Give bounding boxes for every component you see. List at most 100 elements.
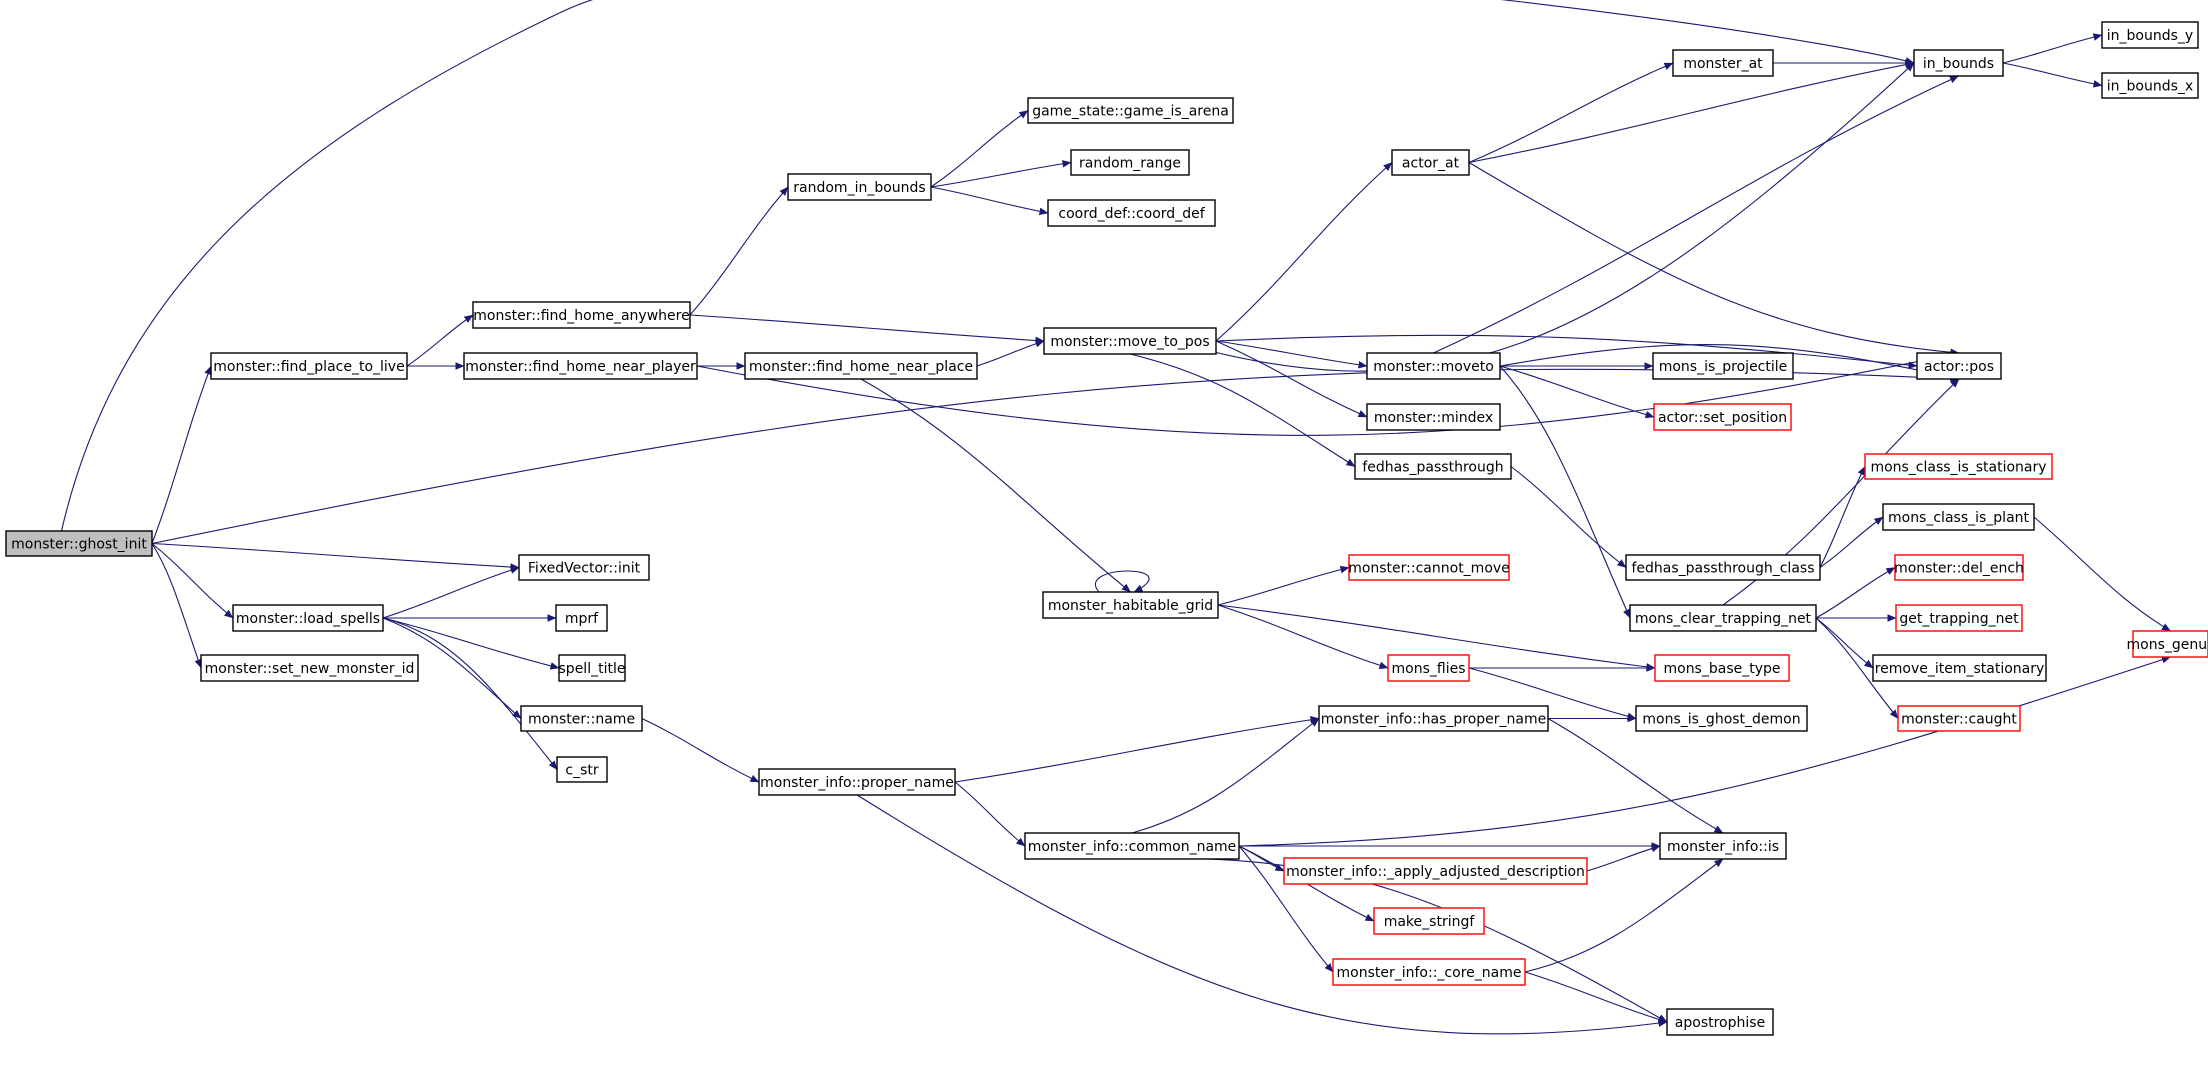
node-actor_at[interactable]: actor_at [1391, 149, 1470, 176]
node-fedhas_passthrough[interactable]: fedhas_passthrough [1354, 453, 1512, 480]
node-box[interactable] [787, 173, 932, 201]
node-box[interactable] [1625, 554, 1821, 581]
node-box[interactable] [1654, 654, 1790, 682]
node-mons_is_ghost_demon[interactable]: mons_is_ghost_demon [1635, 705, 1808, 732]
node-box[interactable] [1024, 832, 1240, 860]
node-box[interactable] [1895, 604, 2023, 632]
node-monster_name[interactable]: monster::name [520, 705, 643, 732]
node-in_bounds_x[interactable]: in_bounds_x [2101, 72, 2199, 99]
node-cannot_move[interactable]: monster::cannot_move [1348, 554, 1510, 581]
node-box[interactable] [232, 604, 384, 632]
node-c_str[interactable]: c_str [556, 756, 608, 783]
node-box[interactable] [1047, 199, 1216, 227]
node-box[interactable] [1894, 554, 2024, 581]
node-box[interactable] [1672, 49, 1774, 77]
node-box[interactable] [1027, 97, 1234, 124]
node-ghost_init[interactable]: monster::ghost_init [5, 530, 153, 557]
node-box[interactable] [518, 554, 650, 581]
node-box[interactable] [1283, 857, 1588, 885]
node-box[interactable] [472, 301, 691, 329]
node-set_new_monster_id[interactable]: monster::set_new_monster_id [200, 654, 419, 682]
node-coord_def[interactable]: coord_def::coord_def [1047, 199, 1216, 227]
node-box[interactable] [520, 705, 643, 732]
node-box[interactable] [1366, 352, 1501, 380]
node-mons_base_type[interactable]: mons_base_type [1654, 654, 1790, 682]
node-box[interactable] [1629, 604, 1817, 632]
node-make_stringf[interactable]: make_stringf [1373, 907, 1485, 935]
node-monster_at[interactable]: monster_at [1672, 49, 1774, 77]
node-box[interactable] [2132, 630, 2208, 658]
node-info_is[interactable]: monster_info::is [1659, 832, 1787, 860]
node-box[interactable] [463, 352, 698, 380]
node-box[interactable] [1366, 403, 1501, 431]
node-box[interactable] [1070, 149, 1190, 176]
node-box[interactable] [1653, 403, 1792, 431]
node-box[interactable] [744, 352, 978, 380]
node-common_name[interactable]: monster_info::common_name [1024, 832, 1240, 860]
node-has_proper_name[interactable]: monster_info::has_proper_name [1318, 705, 1549, 732]
node-mons_class_is_stationary[interactable]: mons_class_is_stationary [1864, 453, 2053, 480]
node-fixedvector_init[interactable]: FixedVector::init [518, 554, 650, 581]
node-box[interactable] [1864, 453, 2053, 480]
node-box[interactable] [1872, 654, 2047, 682]
node-find_place_to_live[interactable]: monster::find_place_to_live [210, 352, 408, 380]
node-box[interactable] [1882, 503, 2035, 531]
node-game_is_arena[interactable]: game_state::game_is_arena [1027, 97, 1234, 124]
node-set_position[interactable]: actor::set_position [1653, 403, 1792, 431]
node-box[interactable] [1354, 453, 1512, 480]
node-box[interactable] [1042, 591, 1219, 619]
node-box[interactable] [1318, 705, 1549, 732]
node-find_home_near_player[interactable]: monster::find_home_near_player [463, 352, 698, 380]
node-proper_name[interactable]: monster_info::proper_name [758, 768, 956, 796]
node-box[interactable] [1913, 49, 2004, 77]
node-box[interactable] [2101, 72, 2199, 99]
node-fedhas_passthrough_class[interactable]: fedhas_passthrough_class [1625, 554, 1821, 581]
node-box[interactable] [1348, 554, 1510, 581]
node-apostrophise[interactable]: apostrophise [1666, 1008, 1774, 1036]
node-box[interactable] [1666, 1008, 1774, 1036]
node-actor_pos[interactable]: actor::pos [1916, 352, 2002, 380]
node-box[interactable] [558, 654, 626, 682]
node-habitable_grid[interactable]: monster_habitable_grid [1042, 591, 1219, 619]
node-in_bounds_y[interactable]: in_bounds_y [2101, 21, 2199, 49]
node-box[interactable] [1373, 907, 1485, 935]
node-mons_clear_trapping_net[interactable]: mons_clear_trapping_net [1629, 604, 1817, 632]
node-box[interactable] [1659, 832, 1787, 860]
node-random_range[interactable]: random_range [1070, 149, 1190, 176]
node-move_to_pos[interactable]: monster::move_to_pos [1043, 327, 1217, 355]
node-get_trapping_net[interactable]: get_trapping_net [1895, 604, 2023, 632]
node-box[interactable] [555, 604, 608, 632]
node-find_home_near_place[interactable]: monster::find_home_near_place [744, 352, 978, 380]
node-moveto[interactable]: monster::moveto [1366, 352, 1501, 380]
node-caught[interactable]: monster::caught [1897, 705, 2021, 732]
node-mons_class_is_plant[interactable]: mons_class_is_plant [1882, 503, 2035, 531]
node-box[interactable] [556, 756, 608, 783]
node-in_bounds[interactable]: in_bounds [1913, 49, 2004, 77]
node-mindex[interactable]: monster::mindex [1366, 403, 1501, 431]
node-box[interactable] [1391, 149, 1470, 176]
node-box[interactable] [1652, 352, 1794, 380]
node-spell_title[interactable]: spell_title [558, 654, 626, 682]
node-box[interactable] [758, 768, 956, 796]
node-load_spells[interactable]: monster::load_spells [232, 604, 384, 632]
node-find_home_anywhere[interactable]: monster::find_home_anywhere [472, 301, 691, 329]
node-box[interactable] [2101, 21, 2199, 49]
node-box[interactable] [1916, 352, 2002, 380]
node-core_name[interactable]: monster_info::_core_name [1332, 958, 1526, 986]
node-mons_flies[interactable]: mons_flies [1387, 654, 1470, 682]
node-del_ench[interactable]: monster::del_ench [1894, 554, 2024, 581]
node-box[interactable] [200, 654, 419, 682]
node-mprf[interactable]: mprf [555, 604, 608, 632]
node-box[interactable] [1332, 958, 1526, 986]
node-box[interactable] [1897, 705, 2021, 732]
node-mons_genus[interactable]: mons_genus [2127, 630, 2208, 658]
node-mons_is_projectile[interactable]: mons_is_projectile [1652, 352, 1794, 380]
node-box[interactable] [1635, 705, 1808, 732]
node-box[interactable] [5, 530, 153, 557]
node-box[interactable] [1043, 327, 1217, 355]
node-box[interactable] [210, 352, 408, 380]
node-apply_adjusted_description[interactable]: monster_info::_apply_adjusted_descriptio… [1283, 857, 1588, 885]
node-random_in_bounds[interactable]: random_in_bounds [787, 173, 932, 201]
node-remove_item_stationary[interactable]: remove_item_stationary [1872, 654, 2047, 682]
node-box[interactable] [1387, 654, 1470, 682]
